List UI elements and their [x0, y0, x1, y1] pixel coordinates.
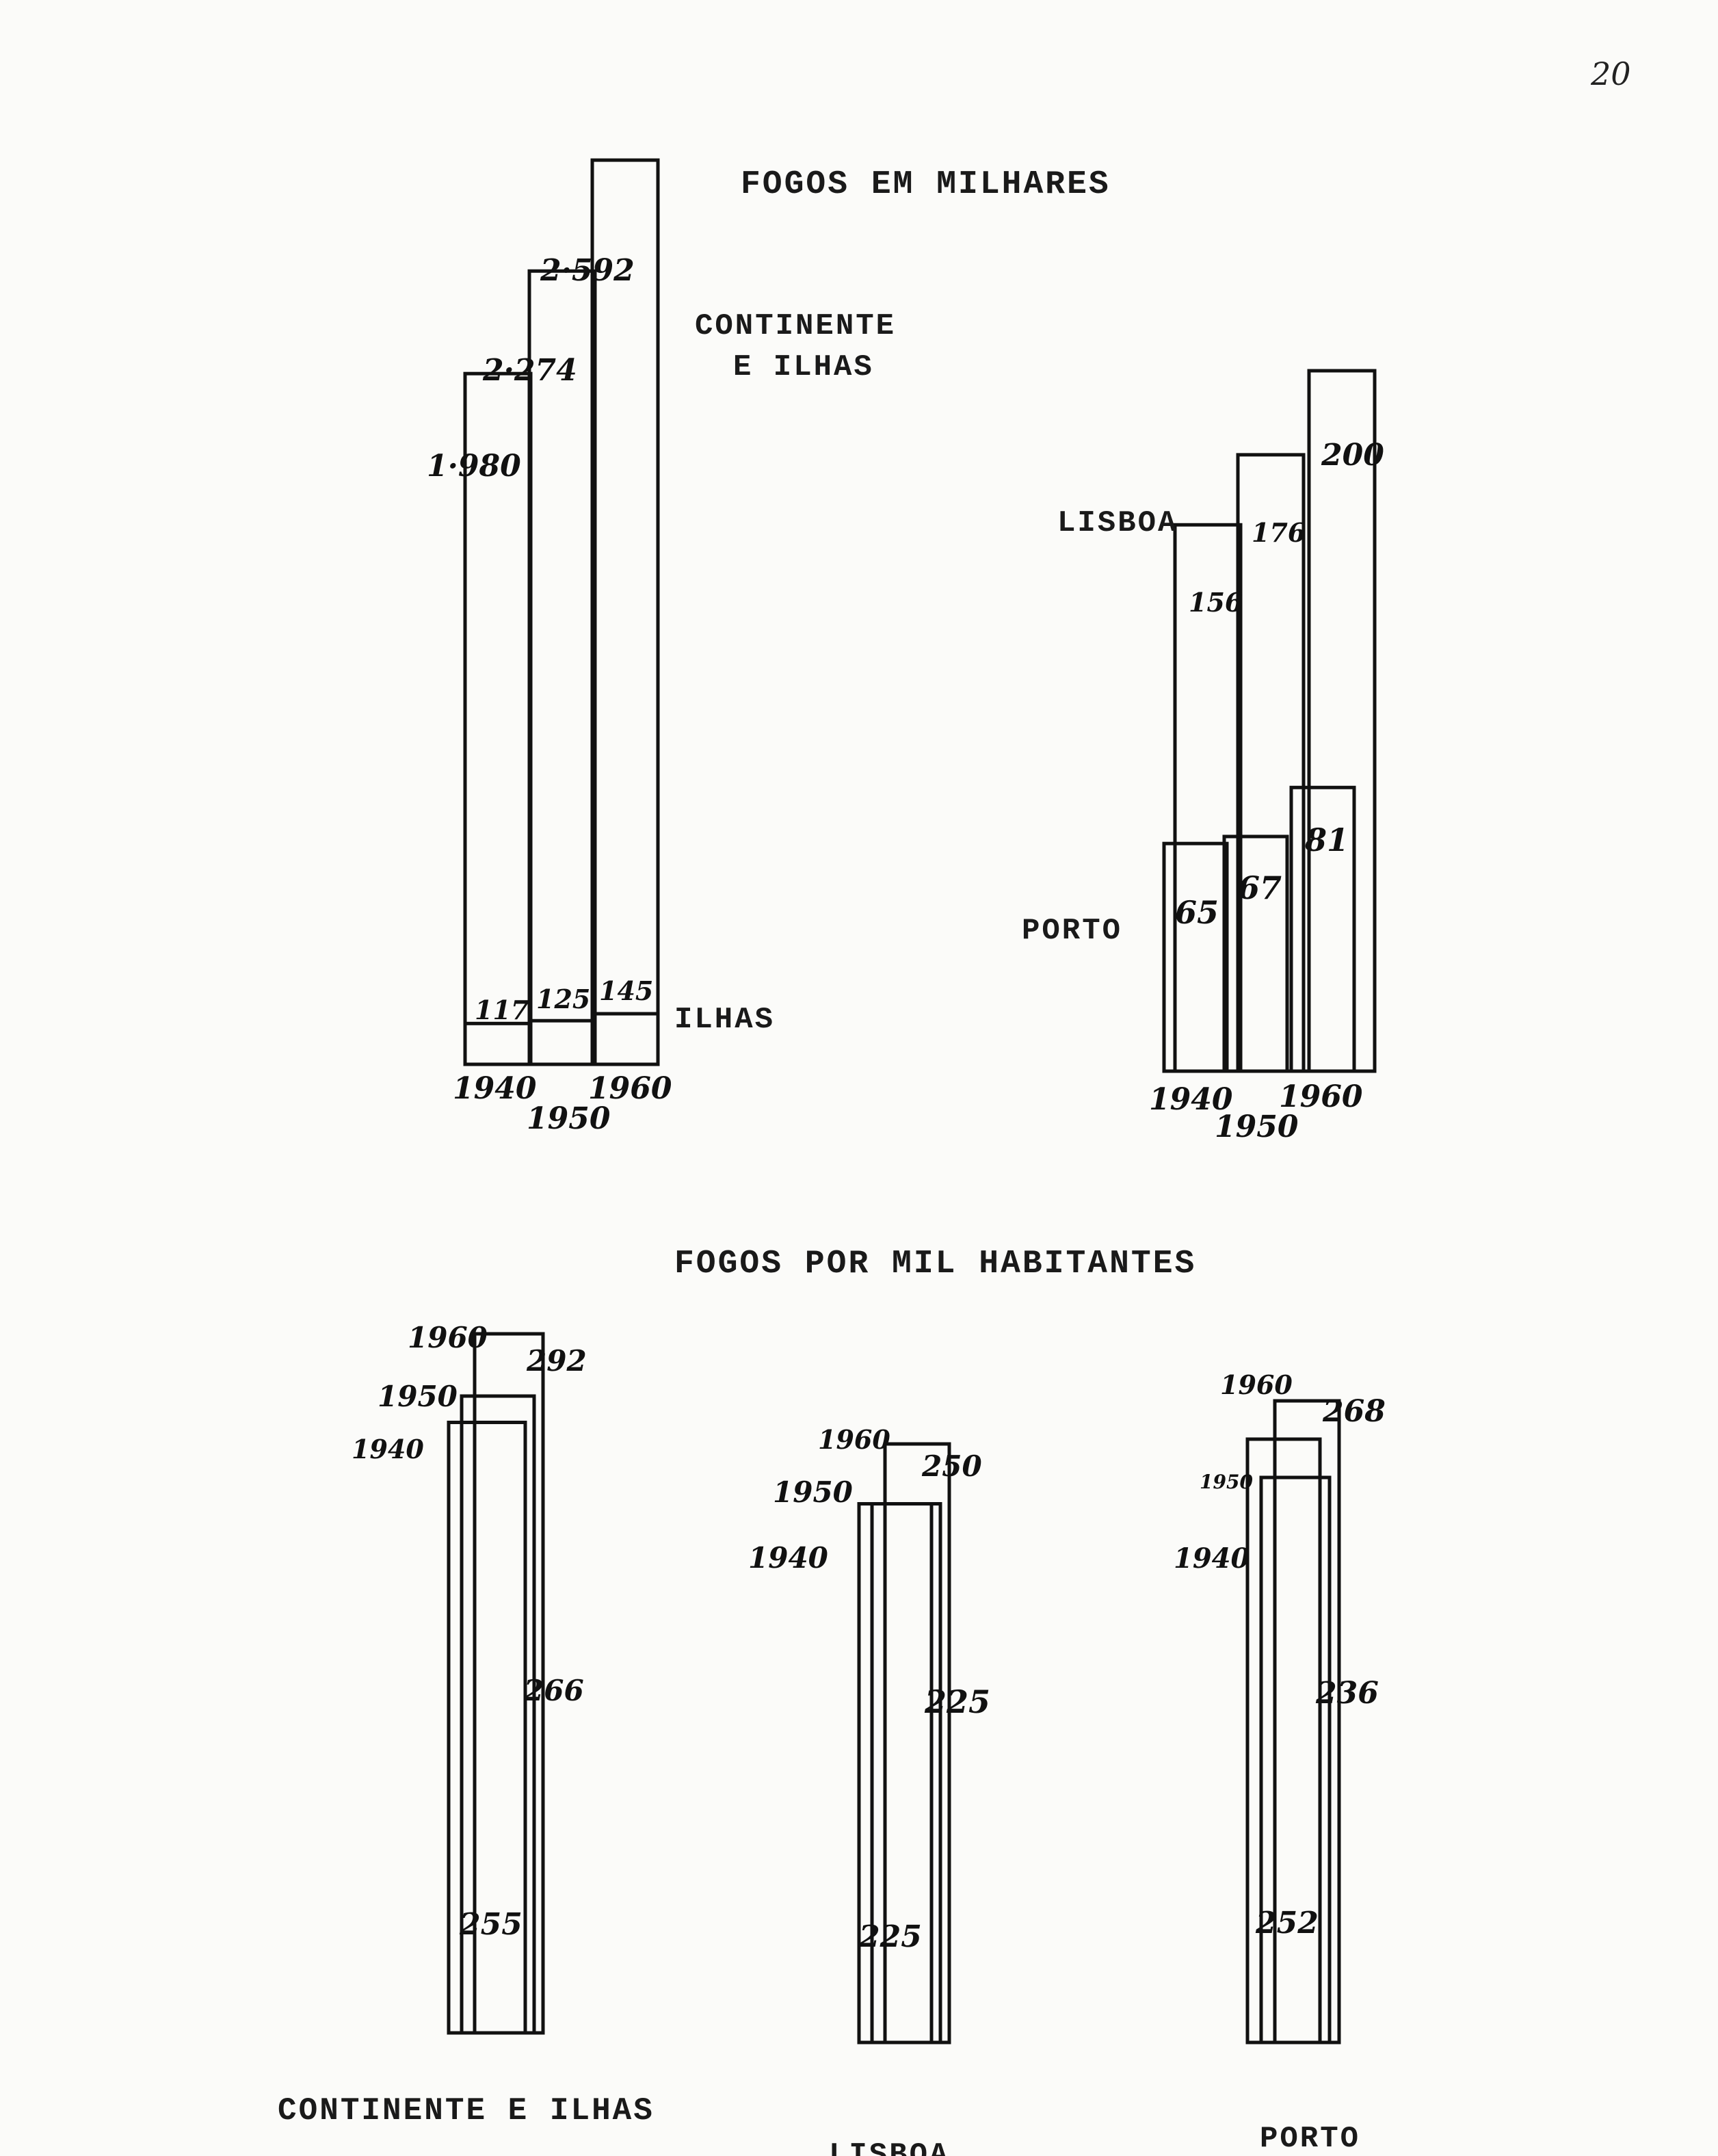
year-label-1940: 1940: [453, 1071, 537, 1106]
bar-porto-1940: [1162, 841, 1229, 1073]
chart-per-mil-porto: 1960 1950 1940 268 236 252 PORTO: [1174, 1369, 1386, 2156]
series-label-ilhas: ILHAS: [674, 1003, 775, 1037]
value-label-per-mil-porto-1940: 252: [1255, 1906, 1319, 1941]
bar-porto-1950: [1222, 834, 1289, 1073]
series-label-lisboa: LISBOA: [1057, 506, 1178, 540]
value-label-per-mil-continente-1950: 266: [523, 1674, 584, 1707]
value-label-per-mil-continente-1960: 292: [526, 1344, 587, 1378]
chart-per-mil-lisboa: 1960 1950 1940 250 225 225 LISBOA: [748, 1424, 990, 2156]
value-label-ilhas-1950: 125: [536, 984, 590, 1014]
value-label-ilhas-1940: 117: [475, 995, 529, 1025]
value-label-ilhas-1960: 145: [599, 975, 653, 1006]
value-label-per-mil-continente-1940: 255: [459, 1907, 523, 1942]
value-label-continente-1940: 1·980: [427, 449, 521, 484]
value-label-porto-1960: 81: [1304, 821, 1349, 858]
year-label-1940: 1940: [1149, 1082, 1233, 1117]
value-label-per-mil-lisboa-1940: 225: [858, 1919, 922, 1954]
chart-continente-ilhas: 1·980 2·274 2·592 117 125 145 CONTINENTE…: [427, 158, 896, 1136]
page-number: 20: [1590, 55, 1631, 92]
year-label-1960: 1960: [818, 1424, 890, 1455]
value-label-lisboa-1940: 156: [1189, 587, 1243, 618]
year-label-1960: 1960: [588, 1071, 672, 1106]
year-label-1960: 1960: [1279, 1079, 1363, 1114]
value-label-continente-1950: 2·274: [482, 353, 577, 388]
series-label-continente-line2: E ILHAS: [733, 350, 874, 384]
year-label-1940: 1940: [352, 1434, 424, 1464]
top-chart-title: FOGOS EM MILHARES: [741, 166, 1111, 203]
year-label-1950: 1950: [1215, 1109, 1299, 1144]
value-label-lisboa-1960: 200: [1321, 438, 1384, 473]
bar-ilhas-1940: [463, 1021, 533, 1066]
value-label-per-mil-lisboa-1950: 225: [924, 1683, 990, 1720]
bar-porto-1960: [1289, 785, 1356, 1073]
chart-lisboa-porto: 156 176 200 65 67 81 LISBOA PORTO 1940 1…: [1022, 369, 1384, 1144]
series-label-continente-line1: CONTINENTE: [695, 309, 896, 343]
value-label-per-mil-lisboa-1960: 250: [921, 1449, 982, 1483]
value-label-lisboa-1950: 176: [1252, 517, 1306, 548]
bar-ilhas-1950: [527, 1018, 597, 1066]
value-label-porto-1950: 67: [1238, 869, 1282, 906]
bar-per-mil-continente-1940: [447, 1421, 527, 2035]
bar-per-mil-porto-1940: [1245, 1437, 1322, 2045]
bar-per-mil-lisboa-1940: [857, 1502, 934, 2045]
series-label-porto: PORTO: [1022, 914, 1122, 948]
bottom-chart-title: FOGOS POR MIL HABITANTES: [674, 1246, 1196, 1283]
value-label-per-mil-porto-1960: 268: [1322, 1394, 1386, 1429]
year-label-1950: 1950: [378, 1380, 458, 1413]
year-label-1950: 1950: [773, 1475, 853, 1509]
year-label-1960: 1960: [1220, 1369, 1293, 1400]
group-label-continente-ilhas: CONTINENTE E ILHAS: [278, 2093, 655, 2129]
bar-continente-1950: [527, 269, 597, 1066]
chart-per-mil-continente-ilhas: 1960 1950 1940 292 266 255 CONTINENTE E …: [278, 1321, 655, 2129]
year-label-1950: 1950: [527, 1101, 611, 1136]
bar-continente-1960: [590, 158, 660, 1066]
group-label-porto: PORTO: [1260, 2122, 1360, 2156]
year-label-1940: 1940: [748, 1541, 828, 1575]
bar-ilhas-1960: [590, 1012, 660, 1066]
value-label-per-mil-porto-1950: 236: [1315, 1676, 1379, 1711]
year-label-1940: 1940: [1174, 1542, 1250, 1575]
group-label-lisboa: LISBOA: [829, 2138, 949, 2156]
bar-lisboa-1960: [1307, 369, 1377, 1073]
value-label-porto-1940: 65: [1175, 894, 1219, 931]
value-label-continente-1960: 2·592: [540, 253, 635, 288]
year-label-1960: 1960: [408, 1321, 488, 1354]
year-label-1950: 1950: [1200, 1471, 1253, 1493]
